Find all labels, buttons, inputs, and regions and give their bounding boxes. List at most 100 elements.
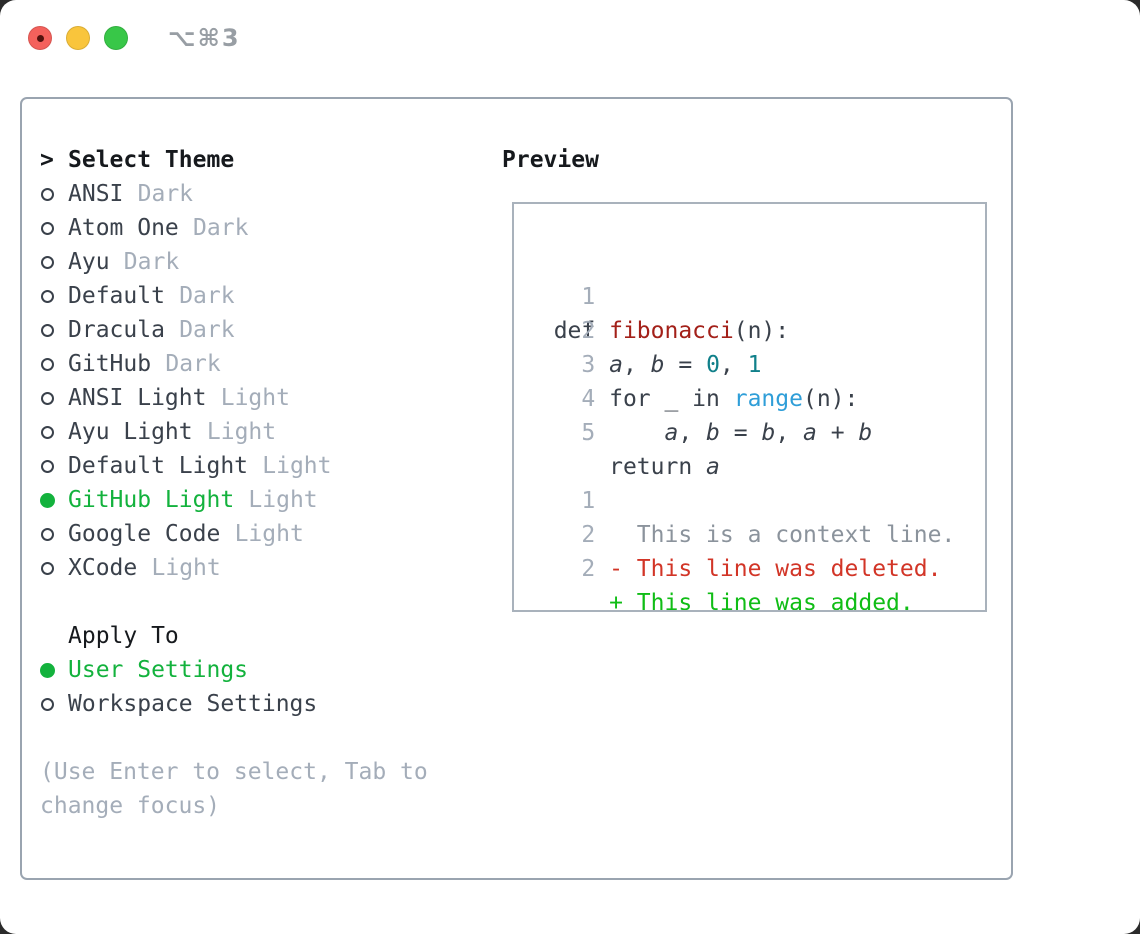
apply-to-options: User Settings Workspace Settings [40, 653, 480, 721]
theme-option-ayu-light[interactable]: Ayu Light Light [40, 415, 480, 449]
code-token-var: b [706, 420, 720, 446]
radio-col [40, 221, 68, 235]
theme-list: ANSI Dark Atom One Dark Ayu Dark Default… [40, 177, 480, 585]
code-token-var: b [650, 352, 665, 378]
theme-option-dracula[interactable]: Dracula Dark [40, 313, 480, 347]
radio-icon [41, 289, 54, 303]
option-variant-label: Light [262, 453, 332, 479]
code-token-plain: for _ in [553, 386, 734, 412]
theme-picker-panel: > Select Theme ANSI Dark Atom One Dark A… [20, 97, 1013, 880]
code-token-var: a [803, 420, 817, 446]
radio-icon [41, 425, 54, 439]
radio-col [40, 425, 68, 439]
option-label: Default Light [68, 453, 249, 479]
option-variant-label: Dark [165, 351, 221, 377]
radio-icon [41, 221, 54, 235]
code-line: 5 return a [526, 382, 985, 480]
radio-icon [40, 492, 55, 508]
option-label: Dracula [68, 317, 165, 343]
radio-col [40, 255, 68, 269]
radio-col [40, 459, 68, 473]
code-token-var: b [761, 420, 776, 446]
theme-option-github[interactable]: GitHub Dark [40, 347, 480, 381]
radio-icon [41, 323, 54, 337]
theme-option-default-light[interactable]: Default Light Light [40, 449, 480, 483]
radio-icon [41, 357, 54, 371]
theme-option-google-code[interactable]: Google Code Light [40, 517, 480, 551]
theme-option-github-light[interactable]: GitHub Light Light [40, 483, 480, 517]
theme-option-default[interactable]: Default Dark [40, 279, 480, 313]
theme-list-column: > Select Theme ANSI Dark Atom One Dark A… [40, 143, 480, 823]
code-token-context: This is a context line. [553, 522, 956, 548]
radio-col [40, 187, 68, 201]
radio-icon [41, 255, 54, 269]
radio-icon [41, 459, 54, 473]
select-theme-label: Select Theme [68, 147, 235, 173]
code-line: 2 - This line was deleted. [526, 484, 985, 582]
code-token-var: a [664, 420, 679, 446]
code-token-plain: , [775, 420, 804, 446]
code-line: 4 a, b = b, a + b [526, 348, 985, 446]
apply-to-label: Apply To [68, 623, 179, 649]
theme-option-ayu[interactable]: Ayu Dark [40, 245, 480, 279]
code-token-plain: = [719, 420, 762, 446]
option-label: Default [68, 283, 165, 309]
apply-option-workspace-settings[interactable]: Workspace Settings [40, 687, 480, 721]
theme-option-atom-one[interactable]: Atom One Dark [40, 211, 480, 245]
option-label: ANSI [68, 181, 124, 207]
option-label: XCode [68, 555, 138, 581]
option-variant-label: Dark [179, 283, 235, 309]
option-variant-label: Dark [123, 249, 180, 275]
code-token-plain: return [553, 454, 707, 480]
prompt-icon: > [40, 147, 54, 173]
line-number: 3 [581, 352, 596, 378]
option-label: Ayu Light [68, 419, 193, 445]
apply-to-section: Apply To User Settings Workspace Setting… [40, 619, 480, 721]
theme-option-ansi-light[interactable]: ANSI Light Light [40, 381, 480, 415]
option-variant-label: Dark [137, 181, 194, 207]
zoom-button[interactable] [104, 26, 128, 50]
radio-icon [41, 391, 54, 405]
code-token-added: + This line was added. [553, 590, 914, 612]
apply-option-user-settings[interactable]: User Settings [40, 653, 480, 687]
code-token-plain: + [816, 420, 859, 446]
preview-label: Preview [502, 147, 599, 173]
line-number: 2 [581, 318, 596, 344]
code-token-plain: , [622, 352, 651, 378]
code-line: 1 def fibonacci(n): [526, 246, 985, 344]
title-bar: ⌥⌘3 [28, 24, 241, 52]
line-number: 2 [581, 556, 596, 582]
option-label: GitHub [68, 351, 152, 377]
code-token-plain: , [719, 352, 748, 378]
radio-col [40, 289, 68, 303]
code-token-number: 0 [706, 352, 720, 378]
code-token-deleted: - This line was deleted. [553, 556, 942, 582]
code-token-var: a [609, 352, 623, 378]
preview-box: 1 def fibonacci(n): 2 a, b = 0, 1 3 for … [512, 202, 987, 612]
minimize-button[interactable] [66, 26, 90, 50]
radio-col [40, 323, 68, 337]
radio-icon [41, 697, 54, 711]
window-title: ⌥⌘3 [168, 24, 241, 52]
line-number: 1 [581, 284, 596, 310]
radio-col [40, 391, 68, 405]
code-token-plain: def [553, 318, 610, 344]
theme-option-ansi[interactable]: ANSI Dark [40, 177, 480, 211]
select-theme-header: > Select Theme [40, 143, 480, 177]
code-token-var: a [706, 454, 720, 480]
option-variant-label: Light [248, 487, 318, 513]
code-token-builtin: range [733, 386, 803, 412]
radio-col [40, 492, 68, 508]
option-label: Workspace Settings [68, 691, 318, 717]
line-number: 4 [581, 386, 596, 412]
theme-option-xcode[interactable]: XCode Light [40, 551, 480, 585]
close-button[interactable] [28, 26, 52, 50]
option-variant-label: Dark [193, 215, 249, 241]
code-line: 1 This is a context line. [526, 450, 985, 548]
option-label: Atom One [68, 215, 179, 241]
option-variant-label: Light [234, 521, 304, 547]
code-line: 3 for _ in range(n): [526, 314, 985, 412]
option-variant-label: Dark [179, 317, 235, 343]
code-token-plain: , [678, 420, 707, 446]
